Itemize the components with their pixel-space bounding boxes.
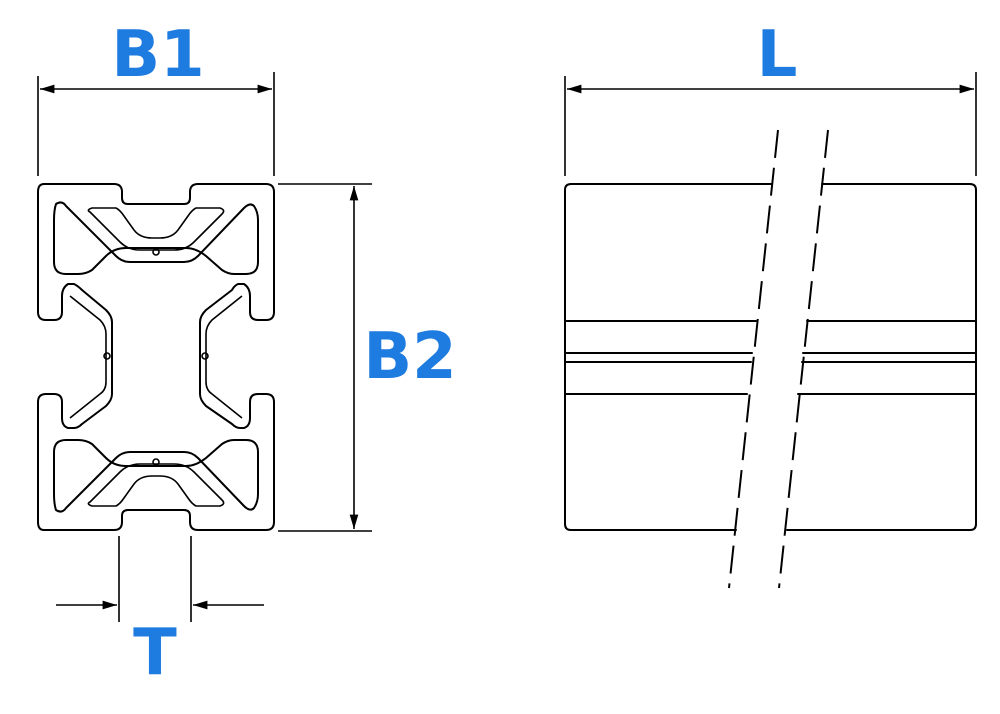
profile-top-slot-inner [87, 207, 225, 251]
cross-section-view: B1 B2 T [37, 18, 457, 690]
profile-top-channel [53, 201, 259, 275]
profile-bottom-slot-inner [87, 463, 225, 507]
profile-left-notch [103, 352, 111, 360]
profile-top-notch [152, 248, 160, 256]
break-line-left [728, 129, 779, 589]
side-body-right [786, 183, 977, 531]
side-body-left [564, 183, 772, 531]
break-line-right [778, 129, 829, 589]
t-label: T [133, 616, 177, 690]
profile-bottom-channel [53, 439, 259, 513]
profile-left-slot-inner [69, 295, 107, 419]
profile-right-notch [201, 352, 209, 360]
profile-outer-outline [37, 183, 275, 531]
profile-right-slot-inner [205, 295, 243, 419]
b2-label: B2 [363, 320, 456, 394]
l-label: L [757, 18, 798, 92]
b1-label: B1 [111, 18, 204, 92]
side-slot-lines [564, 320, 977, 395]
side-view: L [564, 18, 977, 589]
profile-bottom-notch [152, 458, 160, 466]
